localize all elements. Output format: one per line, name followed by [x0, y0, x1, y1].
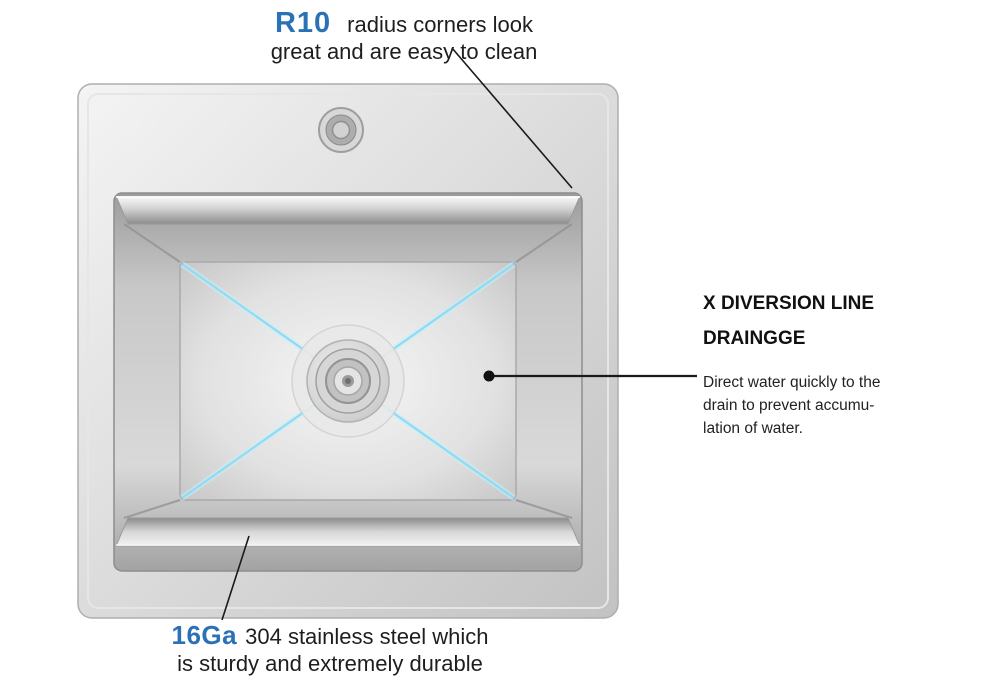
diversion-body-line1: Direct water quickly to the: [703, 374, 881, 391]
annotation-right: X DIVERSION LINE DRAINGGE Direct water q…: [703, 293, 958, 440]
basin-corner-edges: [123, 223, 573, 519]
sink-flange-highlight: [87, 93, 609, 609]
faucet-hole: [318, 107, 364, 153]
annotation-top-line1: R10 radius corners look: [228, 7, 580, 39]
annotation-top-text2: great and are easy to clean: [270, 39, 538, 64]
annotation-top-text1: radius corners look: [347, 12, 534, 37]
bottom-ledge: [115, 517, 581, 547]
diversion-heading-line2: DRAINGGE: [703, 328, 806, 349]
diversion-heading-line1: X DIVERSION LINE: [703, 293, 875, 314]
radius-spec-label: R10: [274, 7, 332, 39]
diversion-body-line2: drain to prevent accumu-: [703, 397, 875, 414]
diversion-body-line3: lation of water.: [703, 420, 803, 437]
diversion-body: Direct water quickly to the drain to pre…: [703, 371, 958, 440]
annotation-bottom-text2: is sturdy and extremely durable: [177, 651, 483, 676]
leader-line-right: [483, 370, 697, 382]
gauge-spec-label: 16Ga: [171, 620, 238, 650]
annotation-bottom-line1: 16Ga 304 stainless steel which: [130, 622, 530, 650]
annotation-top: R10 radius corners look great and are eas…: [228, 7, 580, 65]
leader-line-bottom: [221, 535, 250, 621]
top-ledge: [115, 195, 581, 225]
leader-line-top: [451, 47, 573, 189]
drain: [291, 324, 405, 438]
annotation-bottom-text1: 304 stainless steel which: [245, 624, 489, 649]
annotation-bottom: 16Ga 304 stainless steel which is sturdy …: [130, 622, 530, 677]
